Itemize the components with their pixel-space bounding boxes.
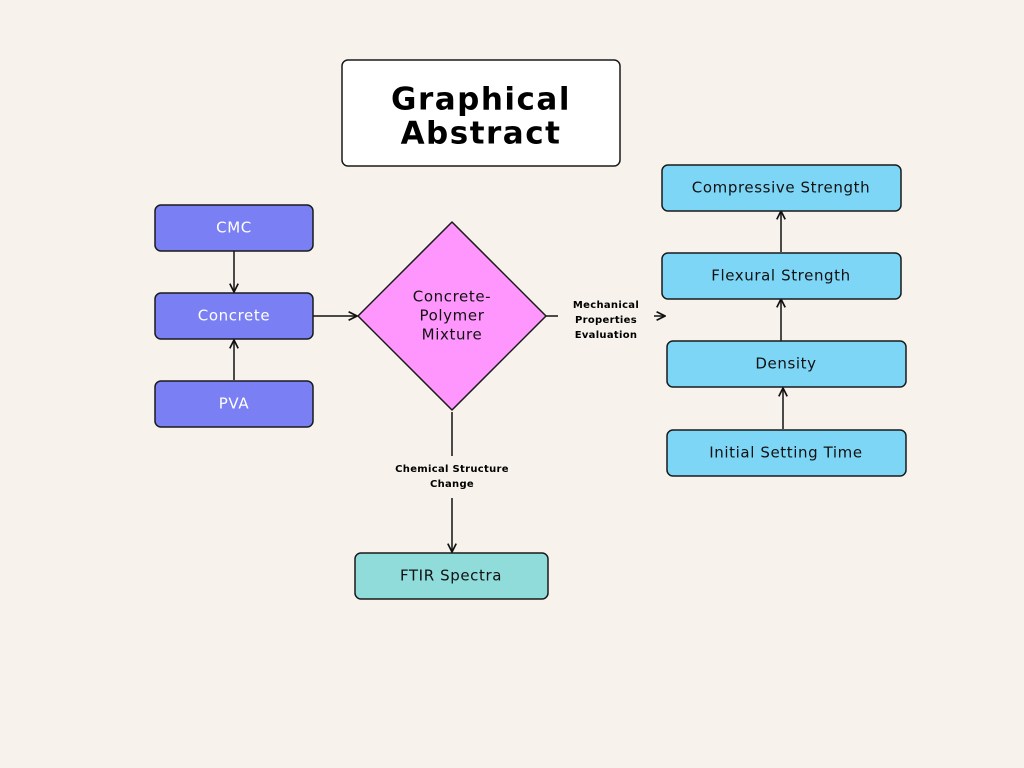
node-setting-time-label: Initial Setting Time [709, 444, 862, 462]
node-compressive-label: Compressive Strength [692, 179, 870, 197]
edge-label-chemical: Chemical Structure Change [395, 464, 509, 490]
title-box: Graphical Abstract [341, 59, 621, 167]
node-ftir-label: FTIR Spectra [400, 567, 502, 585]
node-pva: PVA [154, 380, 314, 428]
node-mixture: Concrete- Polymer Mixture [357, 221, 547, 411]
node-cmc-label: CMC [216, 219, 252, 237]
title-line-2: Abstract [401, 116, 562, 152]
node-ftir: FTIR Spectra [354, 552, 549, 600]
node-concrete-label: Concrete [198, 307, 270, 325]
edge-label-mechanical-line-3: Evaluation [575, 330, 638, 341]
node-cmc: CMC [154, 204, 314, 252]
edge-label-mechanical-line-1: Mechanical [573, 300, 639, 311]
node-concrete: Concrete [154, 292, 314, 340]
edge-label-chemical-line-1: Chemical Structure [395, 464, 509, 475]
node-mixture-line-1: Concrete- [413, 288, 491, 306]
node-flexural: Flexural Strength [661, 252, 902, 300]
edge-label-chemical-line-2: Change [430, 479, 474, 490]
node-flexural-label: Flexural Strength [711, 267, 851, 285]
node-setting-time: Initial Setting Time [666, 429, 907, 477]
node-pva-label: PVA [219, 395, 250, 413]
edge-label-mechanical: Mechanical Properties Evaluation [573, 300, 639, 341]
node-mixture-line-3: Mixture [422, 326, 483, 344]
edges [234, 211, 783, 552]
edge-label-mechanical-line-2: Properties [575, 315, 637, 326]
node-mixture-line-2: Polymer [420, 307, 485, 325]
node-density-label: Density [755, 355, 816, 373]
node-density: Density [666, 340, 907, 388]
node-compressive: Compressive Strength [661, 164, 902, 212]
title-line-1: Graphical [391, 82, 571, 118]
